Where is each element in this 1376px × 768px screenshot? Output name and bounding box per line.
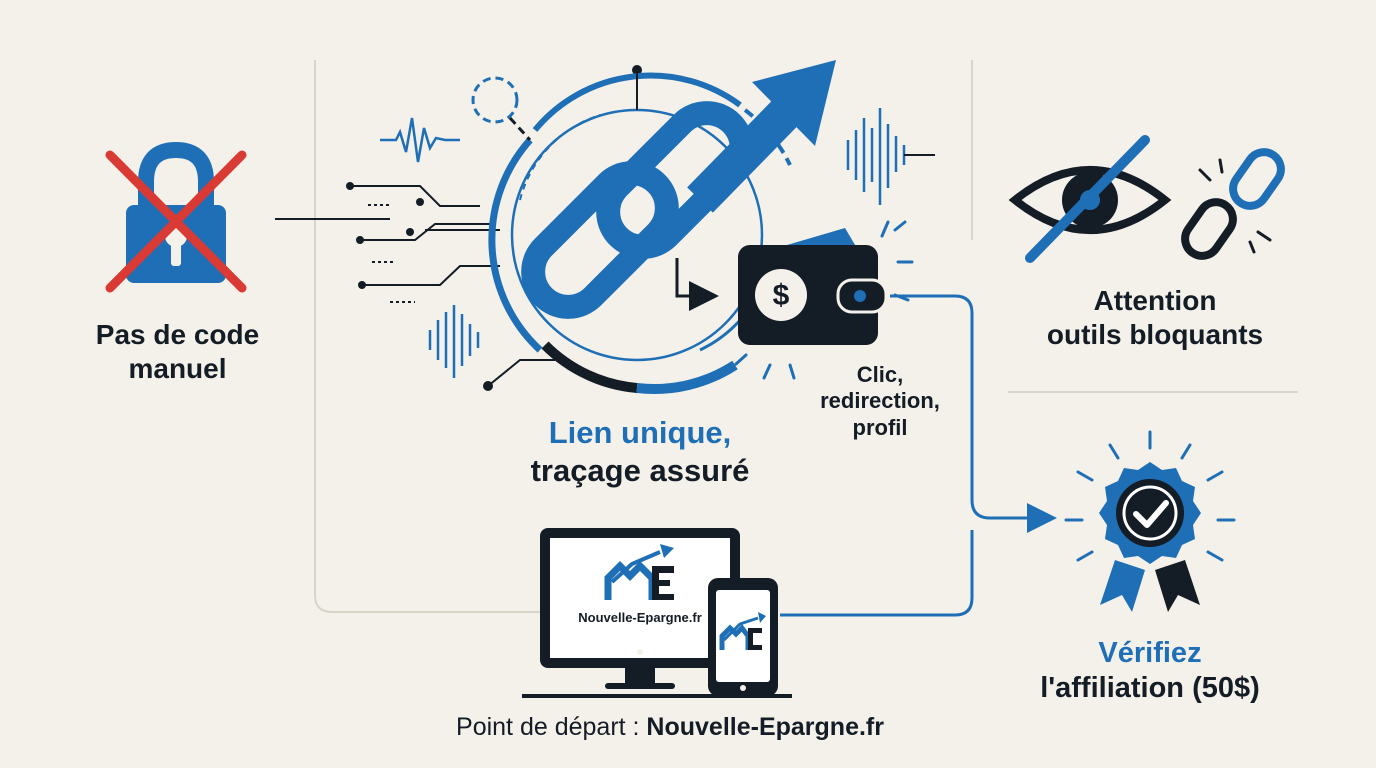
circuit-dashes — [368, 204, 415, 303]
eye-slash-icon — [1008, 135, 1172, 263]
verify-affiliation-line2: l'affiliation (50$) — [1040, 672, 1260, 705]
unique-link-title-line2: traçage assuré — [530, 452, 750, 488]
panel-dividers — [314, 60, 1298, 613]
no-manual-code-line2: manuel — [128, 353, 227, 385]
connector-devices-to-badge — [780, 530, 974, 617]
site-logo-icon — [604, 544, 674, 600]
growth-arrow-icon — [687, 60, 836, 213]
verify-affiliation-label: Vérifiez l'affiliation (50$) — [1000, 636, 1300, 707]
blocking-tools-warning: Attention outils bloquants — [1010, 284, 1300, 352]
verified-badge-icon — [1064, 430, 1236, 612]
no-manual-code-label: Pas de code manuel — [70, 318, 285, 386]
circuit-nodes — [346, 65, 642, 391]
chain-link-icon — [521, 101, 754, 319]
svg-text:$: $ — [773, 279, 790, 312]
broken-chain-icon — [1181, 148, 1285, 260]
verify-affiliation-line1: Vérifiez — [1098, 637, 1202, 669]
unique-link-title: Lien unique, traçage assuré — [490, 414, 790, 490]
starting-point-caption: Point de départ : Nouvelle-Epargne.fr — [380, 712, 960, 743]
wallet-note: Clic, redirection, profil — [800, 362, 960, 441]
arrow-to-wallet — [675, 258, 719, 311]
desktop-monitor-icon — [522, 528, 792, 698]
blocking-tools-line2: outils bloquants — [1046, 319, 1264, 351]
wallet-note-line1: Clic, — [856, 362, 904, 387]
waveform-right — [846, 108, 935, 205]
caption-site: Nouvelle-Epargne.fr — [646, 713, 884, 741]
wallet-note-line3: profil — [852, 414, 908, 440]
waveform-left-top — [380, 117, 460, 163]
caption-prefix: Point de départ : — [456, 713, 647, 741]
wallet-icon: $ — [738, 228, 888, 345]
circuit-lines — [350, 185, 555, 387]
no-manual-code-line1: Pas de code — [95, 319, 260, 350]
crossed-lock-icon — [105, 141, 247, 293]
mobile-phone-icon — [708, 578, 778, 696]
wallet-note-line2: redirection, — [820, 388, 940, 414]
connector-wallet-to-badge — [890, 294, 1057, 533]
blocking-tools-line1: Attention — [1093, 285, 1217, 316]
waveform-left-bottom — [428, 305, 480, 378]
unique-link-title-line1: Lien unique, — [548, 415, 732, 450]
monitor-site-name: Nouvelle-Epargne.fr — [578, 610, 702, 625]
